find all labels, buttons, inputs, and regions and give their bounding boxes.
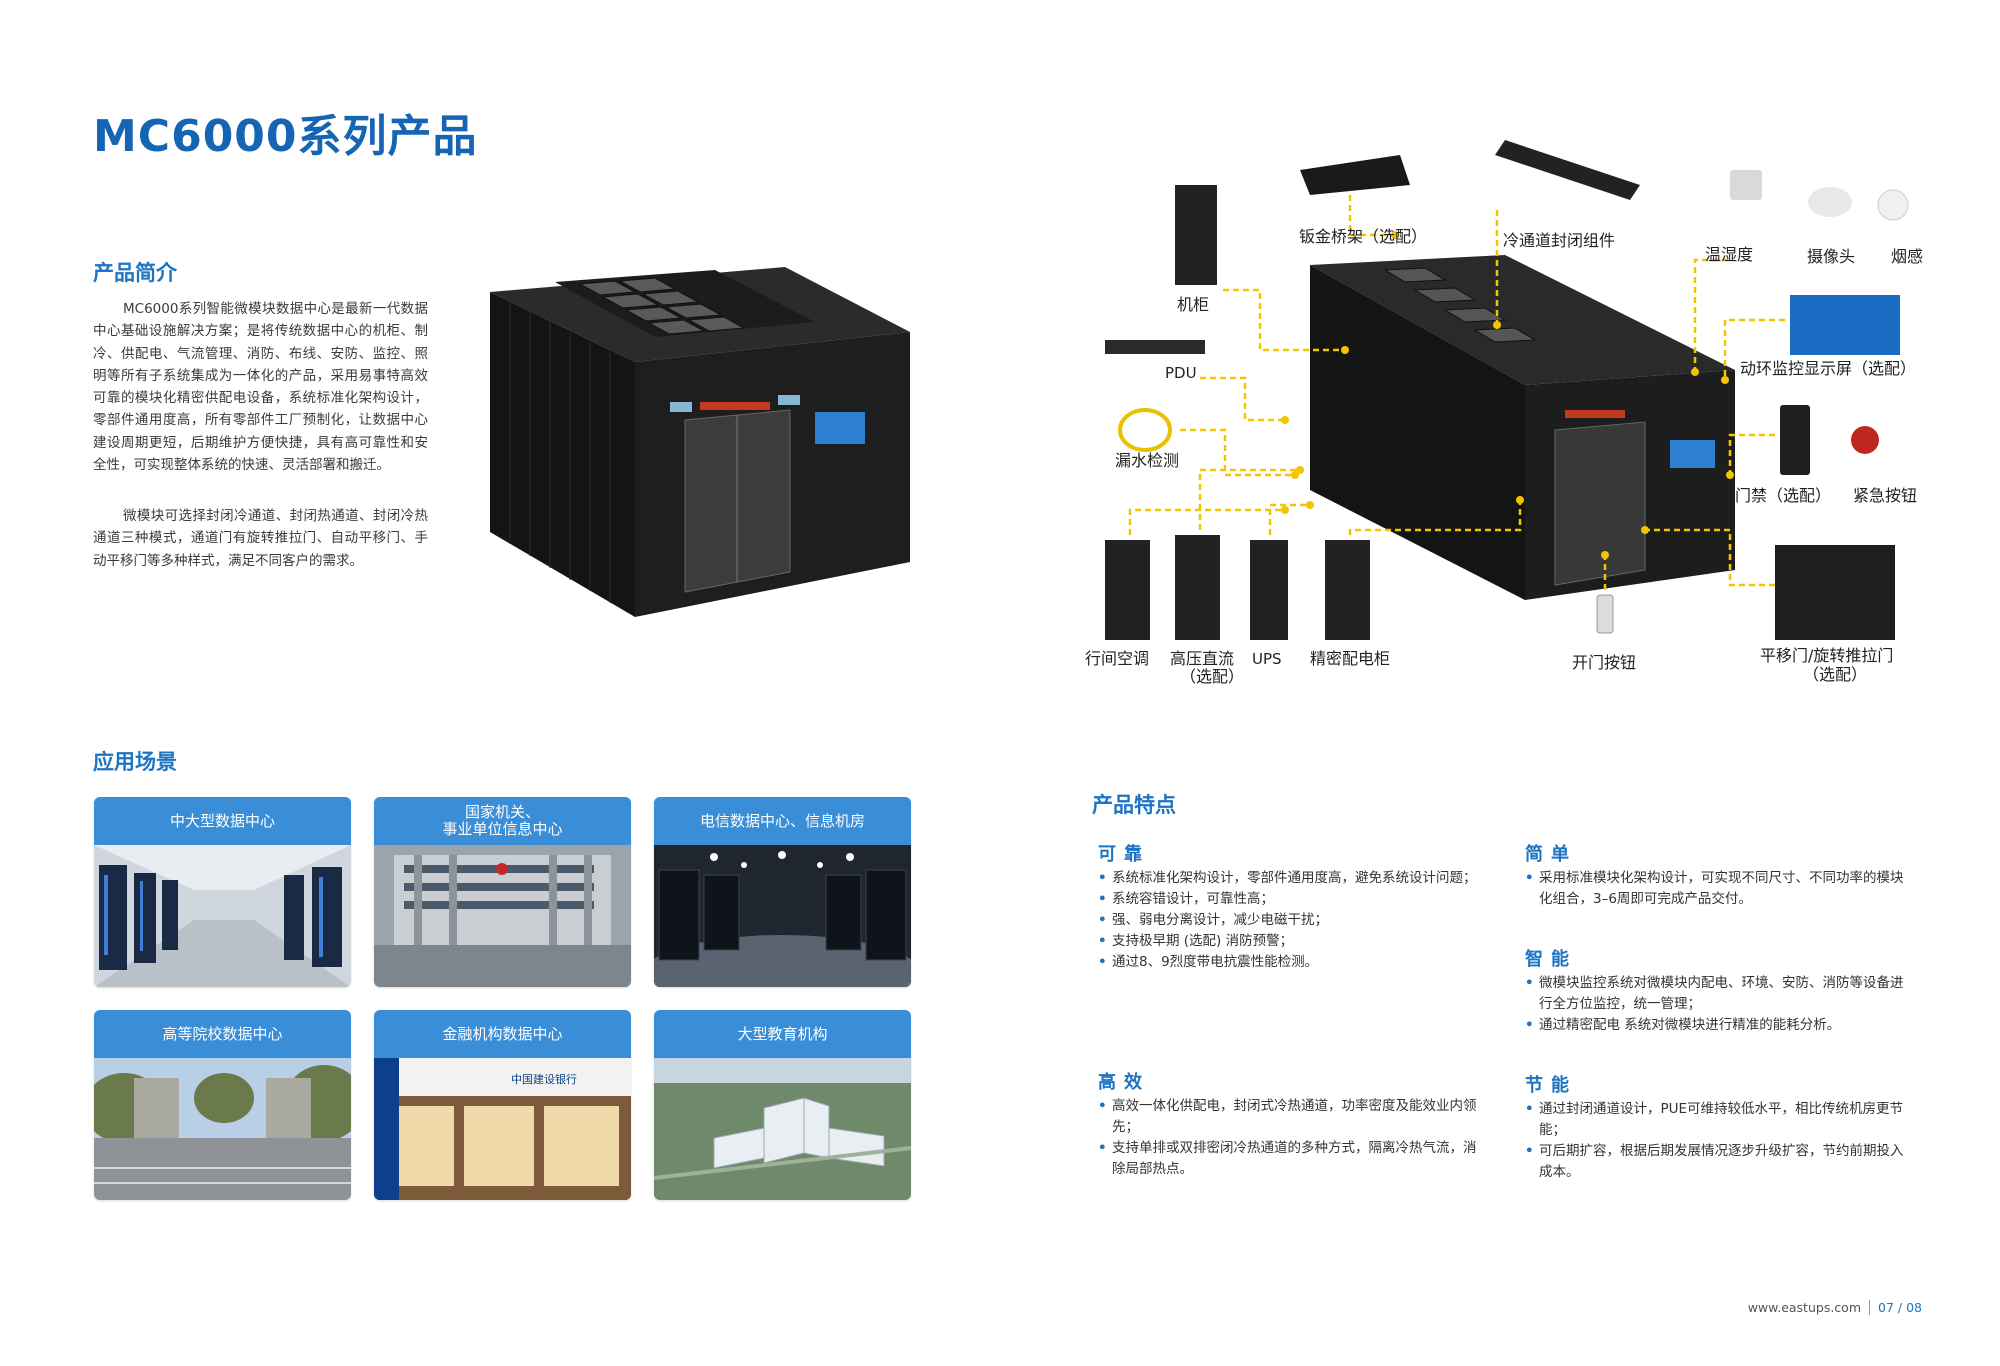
- bank-sign-text: 中国建设银行: [511, 1072, 577, 1086]
- label-door-note: （选配）: [1803, 665, 1868, 684]
- feature-item: 系统标准化架构设计，零部件通用度高，避免系统设计问题；: [1098, 868, 1483, 889]
- scene-card-government: 国家机关、 事业单位信息中心: [374, 797, 631, 987]
- feature-title-simple: 简单: [1525, 844, 1577, 865]
- feature-list-energy-saving: 通过封闭通道设计，PUE可维持较低水平，相比传统机房更节能； 可后期扩容，根据后…: [1525, 1099, 1910, 1183]
- intro-paragraph-1: MC6000系列智能微模块数据中心是最新一代数据中心基础设施解决方案；是将传统数…: [93, 301, 428, 474]
- label-emergency-button: 紧急按钮: [1853, 486, 1918, 505]
- label-door: 平移门/旋转推拉门: [1760, 646, 1894, 665]
- page-footer: www.eastups.com 07 / 08: [1748, 1300, 1922, 1315]
- feature-list-smart: 微模块监控系统对微模块内配电、环境、安防、消防等设备进行全方位监控，统一管理； …: [1525, 973, 1910, 1036]
- feature-title-reliable: 可靠: [1098, 844, 1150, 865]
- scene-card-label: 大型教育机构: [654, 1010, 911, 1058]
- footer-url[interactable]: www.eastups.com: [1747, 1300, 1862, 1315]
- scene-card-label: 国家机关、 事业单位信息中心: [374, 797, 631, 845]
- feature-title-efficient: 高效: [1098, 1072, 1150, 1093]
- scene-card-large-datacenter: 中大型数据中心: [94, 797, 351, 987]
- feature-item: 采用标准模块化架构设计，可实现不同尺寸、不同功率的模块化组合，3–6周即可完成产…: [1525, 868, 1910, 910]
- footer-divider: [1869, 1300, 1871, 1315]
- label-inrow-ac: 行间空调: [1085, 649, 1150, 668]
- feature-item: 通过8、9烈度带电抗震性能检测。: [1098, 952, 1483, 973]
- label-ups: UPS: [1252, 650, 1282, 668]
- education-campus-photo: [654, 1058, 911, 1200]
- label-bridge: 钣金桥架（选配）: [1299, 227, 1428, 246]
- feature-list-simple: 采用标准模块化架构设计，可实现不同尺寸、不同功率的模块化组合，3–6周即可完成产…: [1525, 868, 1910, 910]
- label-leak-detection: 漏水检测: [1115, 451, 1180, 470]
- scene-card-university: 高等院校数据中心: [94, 1010, 351, 1200]
- government-building-photo: [374, 845, 631, 987]
- scene-card-label: 金融机构数据中心: [374, 1010, 631, 1058]
- label-access-control: 门禁（选配）: [1735, 486, 1832, 505]
- label-cabinet: 机柜: [1177, 295, 1210, 314]
- applications-section-title: 应用场景: [93, 750, 177, 774]
- scene-card-label: 电信数据中心、信息机房: [654, 797, 911, 845]
- university-gate-photo: [94, 1058, 351, 1200]
- intro-section-title: 产品简介: [93, 261, 177, 285]
- label-cold-aisle: 冷通道封闭组件: [1503, 231, 1616, 250]
- datacenter-photo: [94, 845, 351, 987]
- label-open-button: 开门按钮: [1572, 653, 1637, 672]
- intro-paragraph-2: 微模块可选择封闭冷通道、封闭热通道、封闭冷热通道三种模式，通道门有旋转推拉门、自…: [93, 508, 428, 569]
- feature-item: 强、弱电分离设计，减少电磁干扰；: [1098, 910, 1483, 931]
- feature-item: 支持极早期 (选配) 消防预警；: [1098, 931, 1483, 952]
- scene-card-finance: 金融机构数据中心 中国建设银行: [374, 1010, 631, 1200]
- diagram-graphics: [1105, 140, 1909, 640]
- scene-card-label: 高等院校数据中心: [94, 1010, 351, 1058]
- scene-card-education: 大型教育机构: [654, 1010, 911, 1200]
- scene-card-label: 中大型数据中心: [94, 797, 351, 845]
- feature-item: 通过精密配电 系统对微模块进行精准的能耗分析。: [1525, 1015, 1910, 1036]
- feature-title-smart: 智能: [1525, 949, 1577, 970]
- scene-card-telecom: 电信数据中心、信息机房: [654, 797, 911, 987]
- feature-item: 高效一体化供配电，封闭式冷热通道，功率密度及能效业内领先；: [1098, 1096, 1483, 1138]
- page-number: 07 / 08: [1878, 1300, 1922, 1315]
- label-pdu: PDU: [1165, 364, 1197, 382]
- label-temp-humidity: 温湿度: [1705, 245, 1754, 264]
- feature-list-reliable: 系统标准化架构设计，零部件通用度高，避免系统设计问题； 系统容错设计，可靠性高；…: [1098, 868, 1483, 973]
- feature-item: 通过封闭通道设计，PUE可维持较低水平，相比传统机房更节能；: [1525, 1099, 1910, 1141]
- feature-item: 可后期扩容，根据后期发展情况逐步升级扩容，节约前期投入成本。: [1525, 1141, 1910, 1183]
- label-display: 动环监控显示屏（选配）: [1740, 359, 1917, 378]
- label-precision-pdc: 精密配电柜: [1310, 649, 1391, 668]
- page-title: MC6000系列产品: [93, 111, 478, 162]
- telecom-room-photo: [654, 845, 911, 987]
- bank-branch-photo: 中国建设银行: [374, 1058, 631, 1200]
- micro-module-product-image: [490, 267, 910, 617]
- feature-item: 系统容错设计，可靠性高；: [1098, 889, 1483, 910]
- system-component-diagram: 钣金桥架（选配） 冷通道封闭组件 温湿度 摄像头 烟感 机柜 PDU 动环监控显…: [1085, 140, 1935, 700]
- feature-item: 微模块监控系统对微模块内配电、环境、安防、消防等设备进行全方位监控，统一管理；: [1525, 973, 1910, 1015]
- label-hvdc: 高压直流: [1170, 649, 1235, 668]
- label-hvdc-note: （选配）: [1180, 667, 1245, 686]
- feature-title-energy-saving: 节能: [1525, 1075, 1577, 1096]
- feature-item: 支持单排或双排密闭冷热通道的多种方式，隔离冷热气流，消除局部热点。: [1098, 1138, 1483, 1180]
- feature-list-efficient: 高效一体化供配电，封闭式冷热通道，功率密度及能效业内领先； 支持单排或双排密闭冷…: [1098, 1096, 1483, 1180]
- label-camera: 摄像头: [1807, 247, 1856, 266]
- features-section-title: 产品特点: [1092, 793, 1176, 817]
- label-smoke: 烟感: [1891, 247, 1924, 266]
